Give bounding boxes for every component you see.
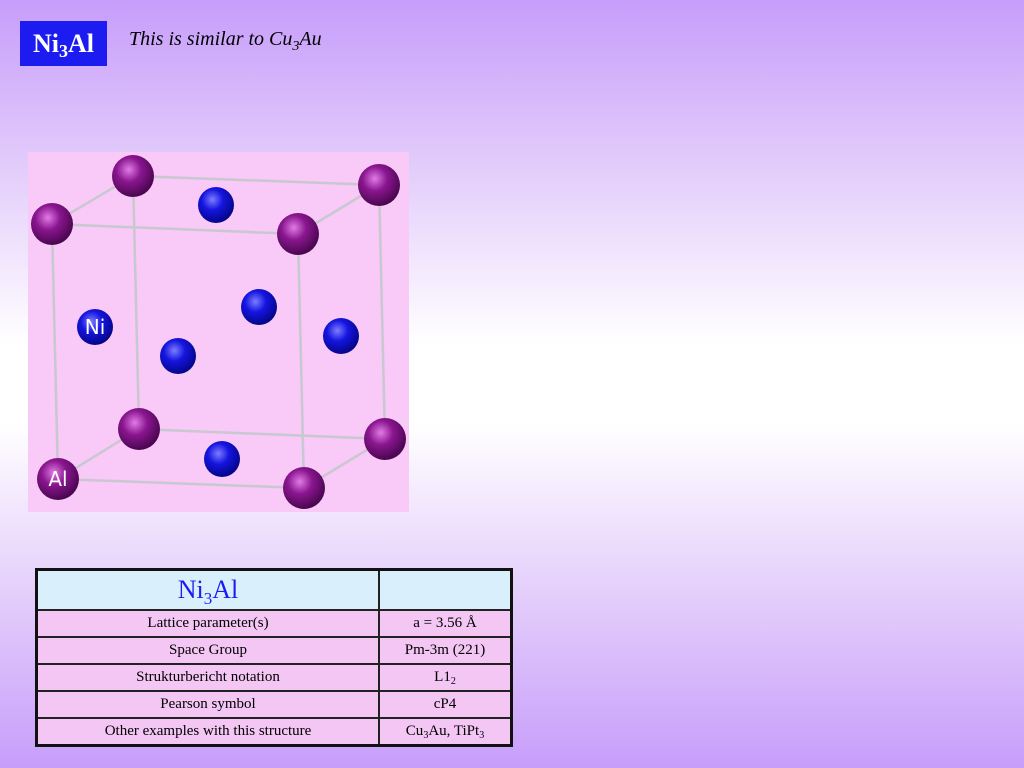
edge <box>138 427 386 441</box>
title-element-ni: Ni <box>33 28 59 58</box>
formula-subscript: 3 <box>203 589 213 608</box>
edge <box>50 223 60 480</box>
table-row: Strukturbericht notation L12 <box>35 663 513 692</box>
al-atom <box>277 213 319 255</box>
edge <box>132 174 380 187</box>
al-atom <box>31 203 73 245</box>
row-label: Strukturbericht notation <box>35 663 380 692</box>
row-value: cP4 <box>378 690 513 719</box>
example-tipt-subscript: 3 <box>479 730 485 741</box>
edge <box>377 184 387 440</box>
subtitle-tail: Au <box>299 28 322 50</box>
table-header-value-cell <box>378 568 513 611</box>
table-row: Pearson symbol cP4 <box>35 690 513 719</box>
edge <box>57 477 305 490</box>
edge <box>131 175 141 430</box>
crystal-structure-image: Ni Al <box>28 152 409 512</box>
slide-subtitle: This is similar to Cu3Au <box>129 28 322 54</box>
example-cu: Cu <box>405 723 424 739</box>
subtitle-text: This is similar to Cu <box>129 28 293 50</box>
row-value: Cu3Au, TiPt3 <box>378 717 513 747</box>
strukturbericht-subscript: 2 <box>450 676 456 687</box>
al-atom <box>118 408 160 450</box>
strukturbericht-main: L1 <box>434 669 451 685</box>
title-element-al: Al <box>68 28 94 58</box>
table-row: Other examples with this structure Cu3Au… <box>35 717 513 747</box>
ni-atom <box>160 338 196 374</box>
al-atoms <box>31 155 406 509</box>
row-label: Lattice parameter(s) <box>35 609 380 638</box>
ni-atom <box>241 289 277 325</box>
ni-legend-atom <box>77 309 113 345</box>
table-row: Space Group Pm-3m (221) <box>35 636 513 665</box>
subtitle-subscript: 3 <box>292 39 300 54</box>
table-formula-cell: Ni3Al <box>35 568 380 611</box>
crystal-structure-svg: Ni Al <box>31 155 406 509</box>
ni-atom <box>323 318 359 354</box>
formula-al: Al <box>212 575 239 604</box>
structure-properties-table: Ni3Al Lattice parameter(s) a = 3.56 Å Sp… <box>35 568 513 747</box>
row-value: L12 <box>378 663 513 692</box>
al-atom <box>283 467 325 509</box>
table-row: Lattice parameter(s) a = 3.56 Å <box>35 609 513 638</box>
row-value: Pm-3m (221) <box>378 636 513 665</box>
title-subscript: 3 <box>59 41 68 61</box>
ni-atoms <box>77 187 359 477</box>
row-label: Space Group <box>35 636 380 665</box>
formula-ni: Ni <box>177 575 204 604</box>
ni-legend-label: Ni <box>85 315 106 339</box>
al-legend-label: Al <box>48 467 67 491</box>
table-header-row: Ni3Al <box>35 568 513 611</box>
al-legend-atom <box>37 458 79 500</box>
ni-atom <box>204 441 240 477</box>
row-label: Pearson symbol <box>35 690 380 719</box>
al-atom <box>358 164 400 206</box>
edge <box>296 233 306 489</box>
al-atom <box>112 155 154 197</box>
ni-atom <box>198 187 234 223</box>
row-value: a = 3.56 Å <box>378 609 513 638</box>
example-au-tipt: Au, TiPt <box>428 723 480 739</box>
row-label: Other examples with this structure <box>35 717 380 747</box>
example-cu-subscript: 3 <box>423 730 429 741</box>
al-atom <box>364 418 406 460</box>
edge <box>51 222 299 236</box>
